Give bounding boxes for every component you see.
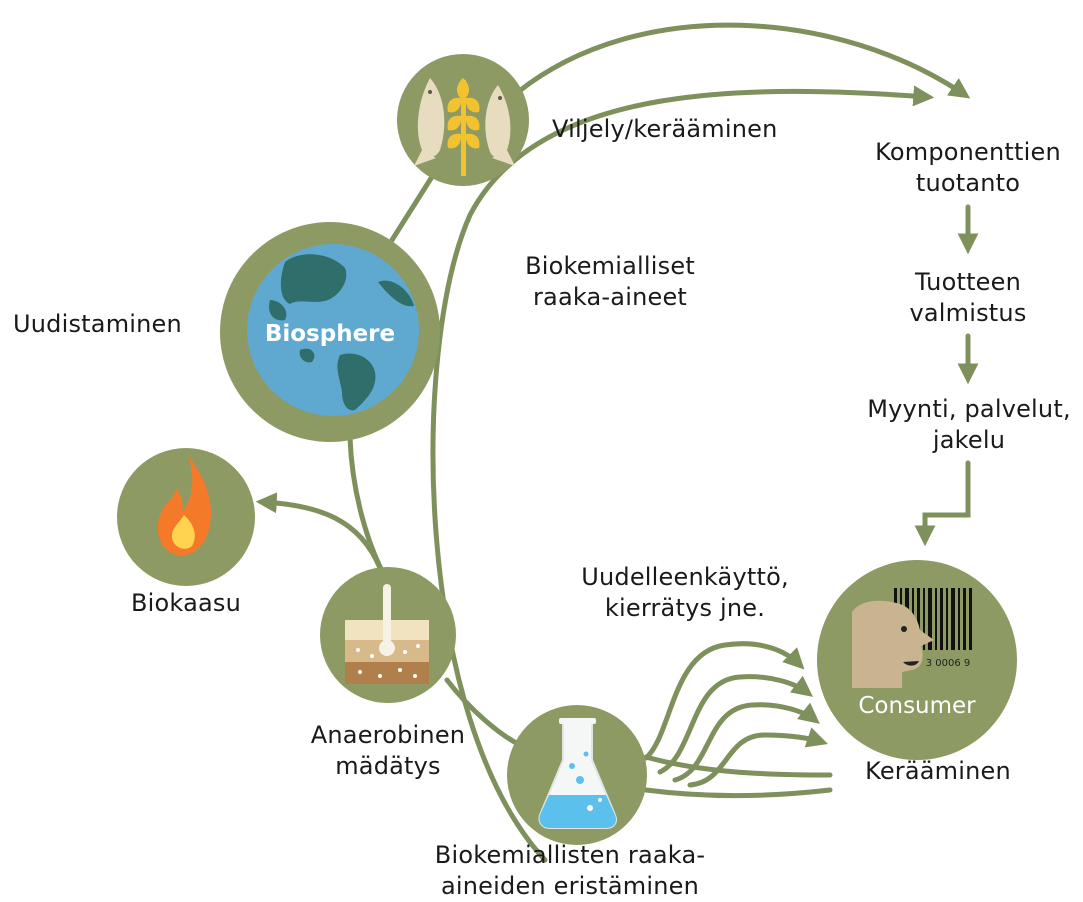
- label-collection-text: Kerääminen: [865, 757, 1011, 785]
- label-sales-line2: jakelu: [932, 426, 1006, 454]
- arrow-digestion-to-biogas: [255, 492, 383, 571]
- label-harvest: Viljely/kerääminen: [552, 114, 778, 145]
- arrow-recycling-3: [672, 702, 820, 783]
- label-anaerobic-line2: mädätys: [335, 752, 441, 780]
- label-renewal-text: Uudistaminen: [13, 310, 182, 338]
- label-component-production: Komponenttien tuotanto: [858, 137, 1078, 199]
- line-collection-1: [643, 754, 833, 778]
- label-product-manufacturing: Tuotteen valmistus: [878, 267, 1058, 329]
- arrow-recycling-2: [657, 674, 813, 775]
- line-harvest-biosphere: [389, 169, 438, 243]
- globe-icon: [247, 244, 419, 416]
- arrow-sales-to-consumer: [914, 460, 971, 547]
- label-component-line1: Komponenttien: [875, 138, 1061, 166]
- line-digestion-isolation: [444, 677, 523, 748]
- label-anaerobic-digestion: Anaerobinen mädätys: [283, 720, 493, 782]
- fish-wheat-icon: [414, 78, 515, 176]
- label-collection: Kerääminen: [838, 756, 1038, 787]
- arrow-harvest-to-production: [515, 22, 971, 99]
- harvest-node: [397, 54, 529, 186]
- label-anaerobic-line1: Anaerobinen: [310, 721, 466, 749]
- label-biogas-text: Biokaasu: [130, 589, 242, 617]
- arrow-recycling-1: [643, 641, 805, 761]
- soil-thermometer-icon: [345, 584, 429, 684]
- arrow-recycling-4: [687, 727, 828, 788]
- isolation-node: [507, 705, 647, 845]
- line-biosphere-digestion: [347, 435, 387, 578]
- label-sales: Myynti, palvelut, jakelu: [858, 394, 1080, 456]
- label-biochemical-line1: Biokemialliset: [525, 252, 695, 280]
- label-isolation-line2: aineiden eristäminen: [440, 872, 699, 900]
- consumer-node: 3 0006 9 Consumer: [817, 560, 1017, 760]
- label-isolation-line1: Biokemiallisten raaka-: [434, 841, 706, 869]
- barcode-digits: 3 0006 9: [926, 658, 971, 669]
- connector-lines: [255, 22, 979, 863]
- label-biogas: Biokaasu: [96, 588, 276, 619]
- arrow-biochemicals-to-production: [430, 85, 935, 863]
- label-sales-line1: Myynti, palvelut,: [867, 395, 1071, 423]
- biosphere-node: Biosphere: [220, 222, 440, 442]
- label-harvest-text: Viljely/kerääminen: [552, 115, 778, 143]
- label-renewal: Uudistaminen: [13, 309, 182, 340]
- label-manufacturing-line1: Tuotteen: [914, 268, 1022, 296]
- biosphere-label: Biosphere: [265, 321, 395, 347]
- label-reuse-line1: Uudelleenkäyttö,: [581, 563, 789, 591]
- label-reuse-line2: kierrätys jne.: [604, 594, 766, 622]
- label-reuse-recycling: Uudelleenkäyttö, kierrätys jne.: [565, 562, 805, 624]
- label-isolation: Biokemiallisten raaka- aineiden eristämi…: [400, 840, 740, 902]
- label-manufacturing-line2: valmistus: [909, 299, 1027, 327]
- consumer-face-icon: [852, 600, 934, 688]
- line-collection-2: [643, 787, 833, 799]
- label-component-line2: tuotanto: [915, 169, 1021, 197]
- flame-icon: [157, 455, 211, 556]
- label-biochemical-line2: raaka-aineet: [532, 283, 688, 311]
- consumer-label: Consumer: [858, 693, 976, 719]
- biogas-node: [117, 448, 255, 586]
- flask-icon: [538, 718, 617, 829]
- digestion-node: [320, 567, 456, 703]
- label-biochemical-raw-materials: Biokemialliset raaka-aineet: [500, 251, 720, 313]
